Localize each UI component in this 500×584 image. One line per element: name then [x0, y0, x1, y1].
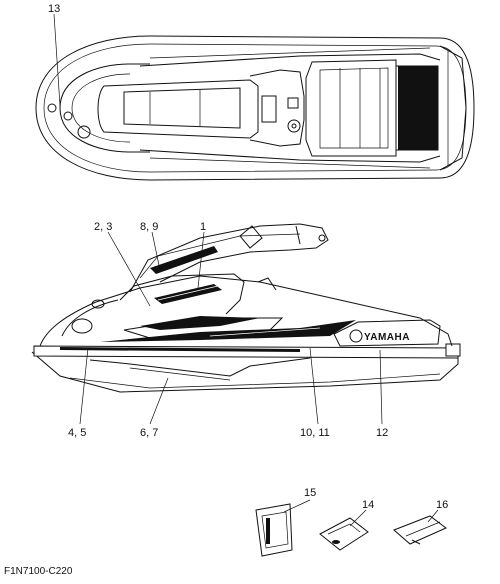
callout-12: 12: [376, 427, 388, 439]
part-16-decal: [393, 515, 447, 545]
callout-10-11: 10, 11: [300, 427, 330, 439]
callout-2-3: 2, 3: [94, 221, 112, 233]
leader-lines: [53, 13, 439, 527]
top-view-hull: [35, 35, 475, 181]
callout-14: 14: [362, 499, 374, 511]
yamaha-decal: YAMAHA: [349, 329, 410, 343]
callout-15: 15: [304, 487, 316, 499]
callout-4-5: 4, 5: [68, 427, 86, 439]
callout-6-7: 6, 7: [140, 427, 158, 439]
callout-13: 13: [48, 3, 60, 15]
callout-1: 1: [200, 221, 206, 233]
figure-code: F1N7100-C220: [4, 566, 73, 577]
callout-8-9: 8, 9: [140, 221, 158, 233]
side-view-hull: [31, 223, 461, 393]
yamaha-decal-text: YAMAHA: [364, 332, 410, 343]
part-14-decal: [319, 517, 369, 551]
callout-16: 16: [436, 499, 448, 511]
part-15-decal-sheet: [255, 503, 293, 557]
